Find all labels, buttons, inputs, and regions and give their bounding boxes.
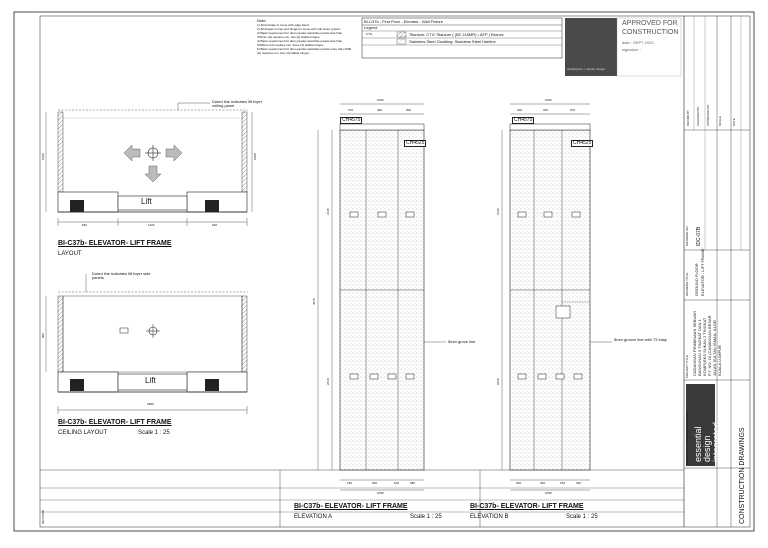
outer-border [13,11,755,532]
drawing-number: IDC-07B [696,226,702,246]
elevB-height-lower: 2610 [496,378,500,385]
layout-title: BI-C37b- ELEVATOR- LIFT FRAME [58,240,172,247]
approval-stamp-logo [565,18,617,76]
elevB-tag1: CH4575 [512,117,535,124]
note-line: 4) Basic requirement for door panels/ wa… [257,39,343,43]
note-line: 3) Basic requirement for door panels/ wa… [257,31,343,35]
revision-label: REVISION [41,509,45,524]
ceiling-scale: Scale 1 : 25 [138,430,170,436]
note-line: 5) Basic requirement for door panels/ wa… [257,47,352,51]
elevation-a [317,103,446,491]
ceiling-side-dim: 900 [41,332,45,338]
elevA-top-dim: 270 [348,108,354,112]
approval-date: date : SEPT 2023 [622,40,654,45]
elevA-title: BI-C37b- ELEVATOR- LIFT FRAME [294,503,408,510]
checked-label: DATE [732,118,736,126]
layout-lift-label: Lift [141,197,152,206]
inner-border [39,15,751,528]
legend-item-titanium: Titanium: CTG Titanium ( (BZ 218MR) • AF… [409,32,504,37]
elevB-tag2: CH4525 [571,140,594,147]
ceiling-lift-label: Lift [145,376,156,385]
elevB-top-total: 1050 [545,98,552,102]
ceiling-dim: 2880 [147,402,154,406]
legend-item-steel: Stainless Steel Cladding: Stainless Stee… [409,39,496,44]
approval-line2: CONSTRUCTION [622,29,679,36]
elevB-bottom-dim: 340 [540,481,546,485]
elevB-top-dim: 300 [517,108,523,112]
note-line: 1000mm (H) requires min. three (3) Hafel… [257,43,325,47]
elevA-bottom-dim: 180 [347,481,353,485]
elevA-top-dim: 460 [377,108,383,112]
layout-side-dim: 1000 [41,153,45,160]
elevB-groove-note: 5mm groove line with T3 inlay [614,337,667,342]
elevA-tag2: CH4525 [404,140,427,147]
elevA-height-total: 4675 [312,298,316,305]
drawing-title-line: GROUND FLOOR [694,263,699,296]
approval-signature: signature : [622,47,641,52]
elevA-bottom-dim: 520 [372,481,378,485]
elevA-bottom-dim: 280 [410,481,416,485]
project-line: KUALA LUMPUR [717,345,722,376]
layout-plan [45,102,253,226]
checked-label: APPROVED BY [706,104,710,126]
checked-label: SCALE [718,116,722,126]
layout-subtitle: LAYOUT [58,251,82,257]
elevA-height-upper: 2135 [326,208,330,215]
layout-dim: 1100 [148,223,155,227]
ceiling-subtitle: CEILING LAYOUT [58,430,108,436]
layout-side-dim: 1000 [253,153,257,160]
elevA-bottom-dim: 100 [394,481,400,485]
elevB-top-dim: 340 [543,108,549,112]
elevA-height-lower: 2610 [326,378,330,385]
elevB-title: BI-C37b- ELEVATOR- LIFT FRAME [470,503,584,510]
note-line: (H) requires min. four (4) Hafele hinges… [257,51,310,55]
elevB-bottom-total: 1050 [545,491,552,495]
elevA-groove-note: 5mm grove line [448,339,476,344]
stamp-text: architecture + interior design [567,67,605,71]
designer-logo [686,384,715,466]
elevB-bottom-dim: 300 [576,481,582,485]
elevB-bottom-dim: 300 [516,481,522,485]
architect-label: ARCHITECT / INTERIOR CONSULTANT [685,410,689,465]
drawing-number-label: DRAWING NO. [685,225,689,246]
ceiling-note: Doted line indicates lift foyer side pan… [92,271,151,280]
layout-note: Doted line indicates lift foyer ceiling … [212,99,263,108]
ceiling-title: BI-C37b- ELEVATOR- LIFT FRAME [58,419,172,426]
checked-label: CHECKED BY [696,106,700,126]
elevA-top-total: 1050 [377,98,384,102]
drawing-title-line: ELEVATOR - LIFT FRAME [700,248,705,297]
elevB-bottom-dim: 150 [560,481,566,485]
drawing-type: CONSTRUCTION DRAWINGS [739,427,746,524]
note-line: 1) All laminate to come with edge band. [257,23,310,27]
drawing-title-label: DRAWING TITLE [685,272,689,296]
project-title-label: PROJECT TITLE [685,355,689,378]
ceiling-plan [45,274,248,414]
elevation-b [501,103,612,491]
elevA-scale: Scale 1 : 25 [410,514,442,520]
elevA-tag1: CH4575 [340,117,363,124]
elevB-subtitle: ELEVATION B [470,514,509,520]
approval-line1: APPROVED FOR [622,20,678,27]
elevB-scale: Scale 1 : 25 [566,514,598,520]
notes-heading: Note: [257,18,267,23]
note-line: 2) All drawer runner and hinges to come … [257,27,342,31]
layout-dim: 640 [82,223,88,227]
elevB-top-dim: 370 [570,108,576,112]
elevA-subtitle: ELEVATION A [294,514,333,520]
elevA-bottom-total: 1050 [377,491,384,495]
legend-header: BI-C37b - First Floor - Elevator - Wall … [364,19,443,24]
legend-swatch-titanium [396,31,407,38]
legend-swatch-steel [396,38,407,45]
legend-code: CTG [366,32,373,36]
layout-dim: 640 [212,223,218,227]
elevB-height-upper: 2135 [496,208,500,215]
note-line: 700mm (H) requires min. two (2) Hafele h… [257,35,321,39]
elevA-top-dim: 300 [406,108,412,112]
checked-label: DRAWN BY [686,109,690,126]
designer-logo-line: integrated [711,421,721,462]
legend-label: Legend [364,25,378,30]
